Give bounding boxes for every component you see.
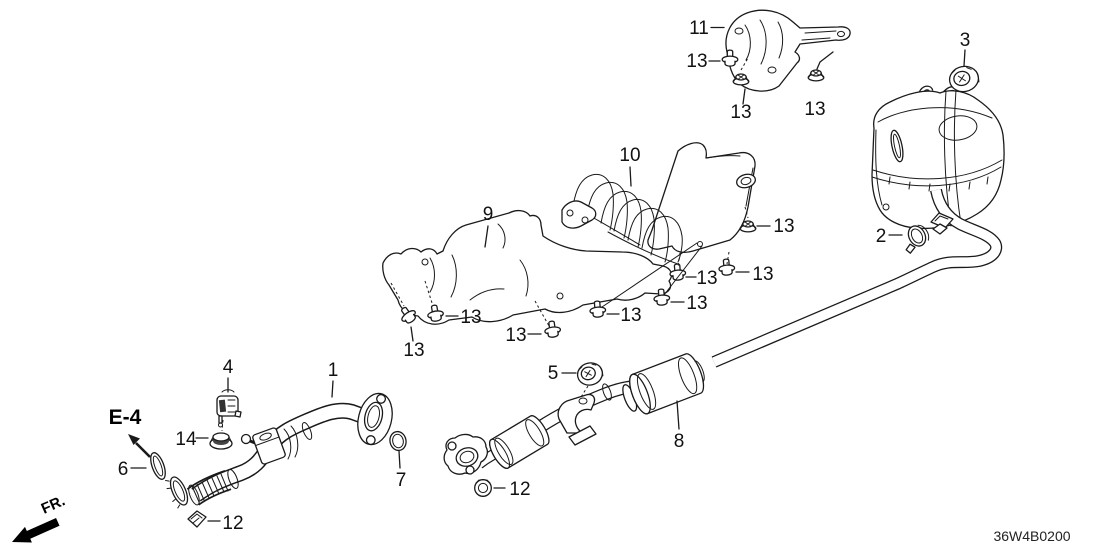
callout-1-label: 1 [328, 360, 339, 381]
section-ref-label: E-4 [109, 406, 142, 429]
callout-4-label: 4 [223, 357, 234, 378]
diagram-code: 36W4B0200 [993, 528, 1070, 544]
callout-6-label: 6 [118, 459, 129, 480]
part-6-gasket [150, 452, 166, 480]
part-3-rubber-mount [948, 65, 980, 93]
part-2-clamp [905, 224, 930, 254]
section-ref-e4: E-4 [109, 406, 151, 458]
front-pipe-inlet-flange [165, 476, 189, 509]
part-14-grommet [209, 432, 233, 450]
callout-8-label: 8 [674, 431, 685, 452]
pipe-mount-bracket [240, 427, 286, 465]
callout-10-label: 10 [619, 145, 640, 166]
callout-12-label: 12 [222, 513, 243, 534]
tail-pipe [711, 188, 1003, 368]
part-7-gasket-ring [389, 430, 407, 452]
leader-lines [130, 26, 966, 522]
rear-muffler [871, 85, 1005, 230]
callout-13-label: 13 [804, 99, 825, 120]
hanger-bracket [557, 393, 597, 446]
part-4-bracket [216, 389, 242, 428]
part-1-front-pipe [165, 392, 393, 509]
nut-icon [739, 220, 757, 233]
callout-7-label: 7 [396, 470, 407, 491]
callout-12-label: 12 [509, 479, 530, 500]
nut-icon [732, 73, 750, 86]
nut-icon [807, 69, 825, 82]
callout-13-label: 13 [752, 264, 773, 285]
inlet-flange [443, 433, 488, 475]
callout-13-label: 13 [686, 51, 707, 72]
part-12-nut-bottom [187, 510, 207, 528]
part-11-baffle-plate [725, 9, 851, 92]
callout-13-label: 13 [686, 293, 707, 314]
front-pipe-outlet-flange [357, 392, 393, 446]
part-9-heat-shield-front [382, 209, 673, 325]
callout-13-label: 13 [773, 216, 794, 237]
tail-pipe-bracket [930, 212, 954, 235]
section-ref-arrow [135, 442, 151, 458]
part-5-rubber-mount [576, 362, 604, 386]
callout-9-label: 9 [483, 204, 494, 225]
callout-13-label: 13 [696, 268, 717, 289]
callout-3-label: 3 [960, 30, 971, 51]
callout-13-label: 13 [460, 307, 481, 328]
callout-5-label: 5 [548, 363, 559, 384]
callout-13-label: 13 [620, 305, 641, 326]
part-8-silencer [622, 353, 705, 415]
callout-labels: 1 2 3 4 5 6 7 8 9 10 11 12 12 14 13 13 1… [118, 18, 971, 534]
callout-13-label: 13 [403, 340, 424, 361]
callout-14-label: 14 [175, 429, 197, 450]
callout-13-label: 13 [505, 325, 526, 346]
section-ref-arrowhead-icon [128, 434, 140, 445]
callout-13-label: 13 [730, 102, 751, 123]
callout-11-label: 11 [689, 18, 709, 39]
part-12-nut-mid [474, 479, 492, 497]
catalytic-converter-assembly [443, 393, 597, 475]
part-10-heat-shield-tunnel [561, 142, 756, 265]
callout-2-label: 2 [876, 226, 887, 247]
catalytic-converter-body [488, 415, 550, 469]
front-arrow-icon [12, 518, 60, 543]
